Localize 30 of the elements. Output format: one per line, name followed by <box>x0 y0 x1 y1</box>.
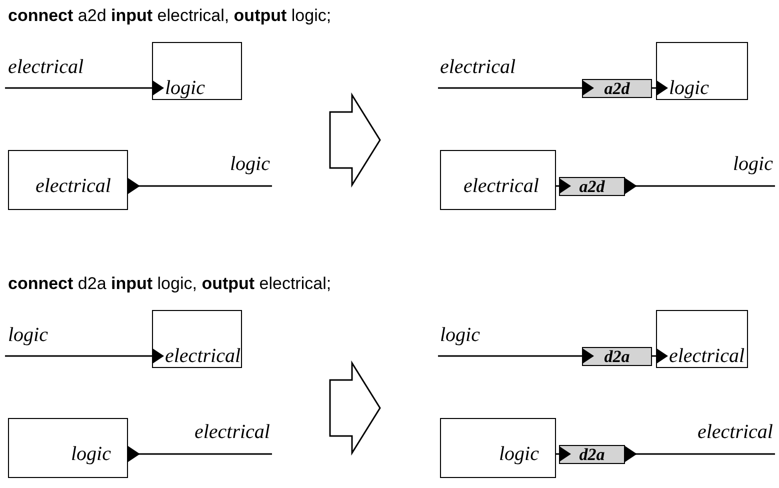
connector-line <box>5 348 164 364</box>
connector-line <box>128 446 272 462</box>
edge-label: logic <box>733 153 773 175</box>
connector-line <box>652 348 668 364</box>
component-box: electrical <box>656 310 748 368</box>
edge-label: logic <box>8 324 48 346</box>
component-box: logic <box>440 418 556 478</box>
edge-label: logic <box>230 153 270 175</box>
component-box: electrical <box>8 150 128 210</box>
connector-line <box>5 80 164 96</box>
component-box: logic <box>8 418 128 478</box>
connector-line <box>625 178 775 194</box>
component-box: electrical <box>440 150 556 210</box>
component-box: electrical <box>152 310 242 368</box>
converter-box: d2a <box>582 347 652 366</box>
statement-heading: connect a2d input electrical, output logic; <box>8 6 332 26</box>
connector-line <box>556 178 571 194</box>
connector-line <box>625 446 775 462</box>
statement-heading: connect d2a input logic, output electrical; <box>8 274 332 294</box>
component-box: logic <box>152 42 242 100</box>
component-box: logic <box>656 42 748 100</box>
edge-label: logic <box>440 324 480 346</box>
converter-box: a2d <box>582 79 652 98</box>
connector-line <box>556 446 571 462</box>
connector-line <box>438 348 594 364</box>
converter-box: d2a <box>559 445 625 464</box>
connector-line <box>652 80 668 96</box>
connector-line <box>438 80 594 96</box>
connector-line <box>128 178 272 194</box>
converter-box: a2d <box>559 177 625 196</box>
